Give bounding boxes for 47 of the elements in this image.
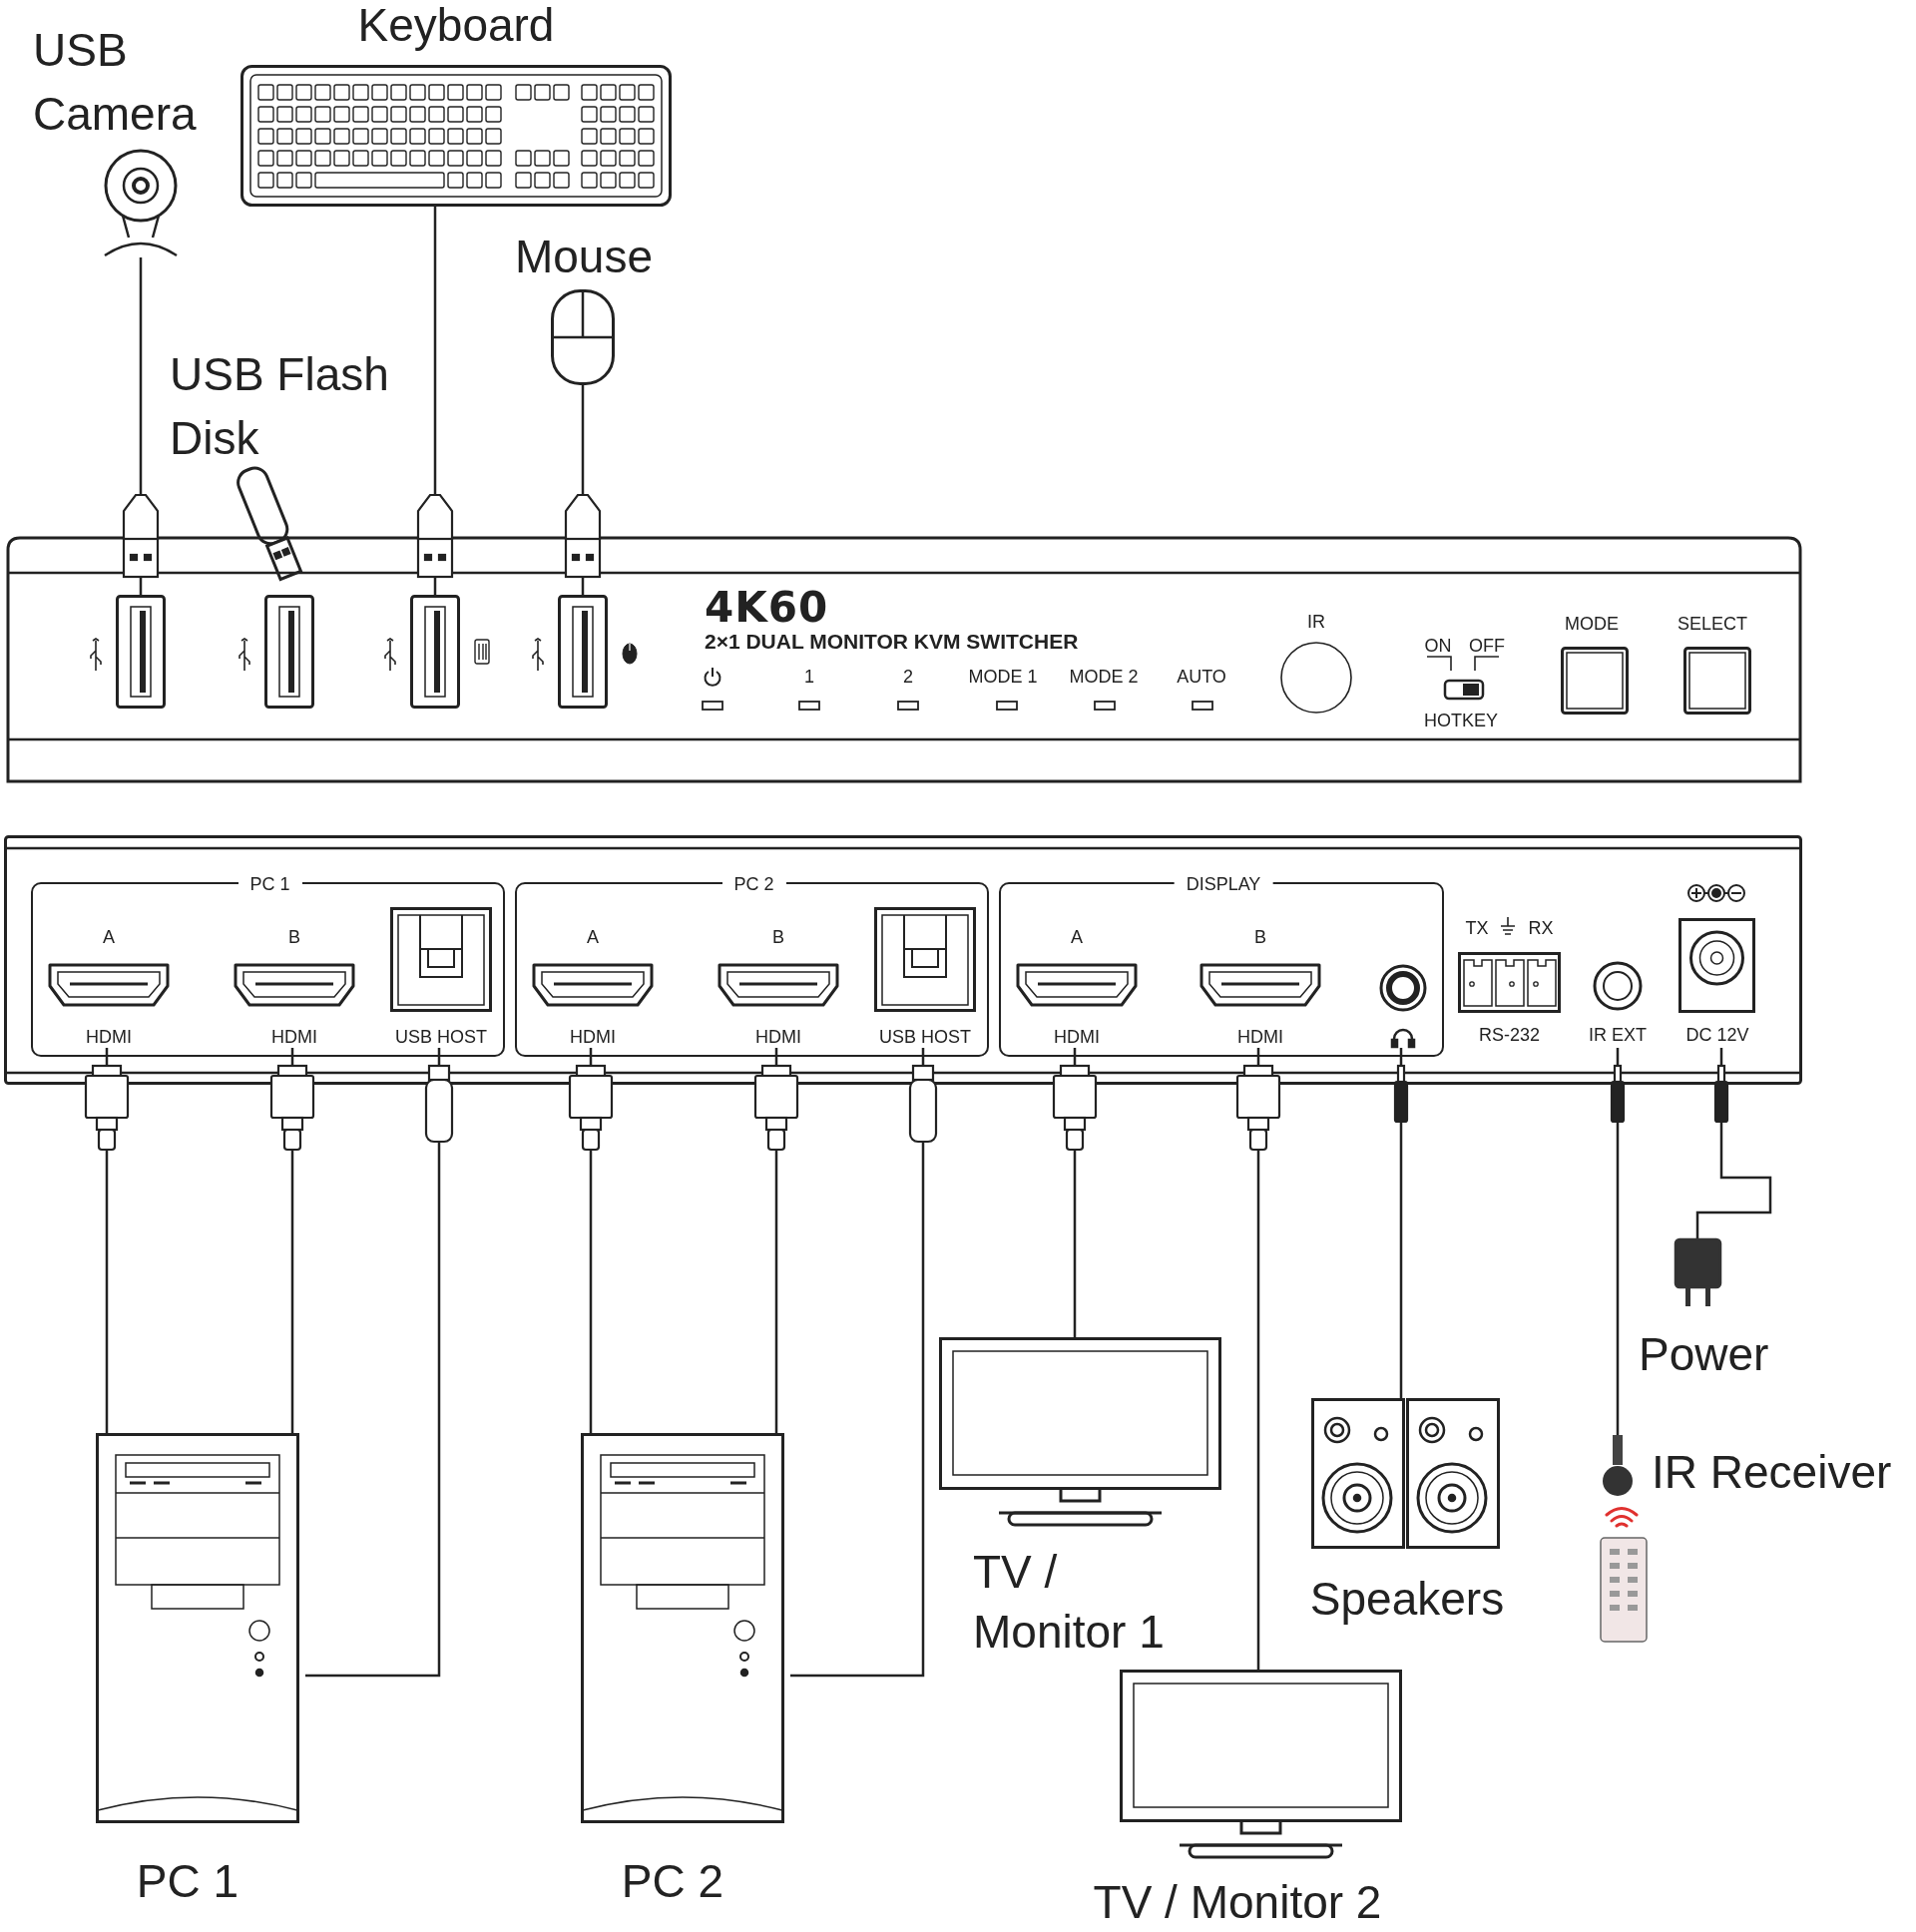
product-subtitle: 2×1 DUAL MONITOR KVM SWITCHER bbox=[705, 629, 1080, 655]
cable-line bbox=[1256, 1048, 1260, 1670]
device-label: USB Camera bbox=[33, 23, 198, 142]
indicator-label: MODE 2 bbox=[1068, 666, 1140, 689]
indicator-label: 2 bbox=[902, 666, 914, 689]
pin-label: RX bbox=[1527, 917, 1555, 940]
port-label: USB HOST bbox=[878, 1026, 972, 1049]
device-label: PC 2 bbox=[620, 1854, 725, 1908]
port-label: HDMI bbox=[1053, 1026, 1101, 1049]
port-label: HDMI bbox=[85, 1026, 133, 1049]
port-label: HDMI bbox=[754, 1026, 802, 1049]
cable-line bbox=[305, 1048, 441, 1678]
cable-line bbox=[1616, 1048, 1620, 1435]
switch-label: OFF bbox=[1468, 635, 1506, 658]
port-label: DC 12V bbox=[1684, 1024, 1750, 1047]
model-title: 4K60 bbox=[705, 587, 830, 629]
indicator-label: 1 bbox=[803, 666, 815, 689]
port-label: A bbox=[102, 926, 116, 949]
port-label: B bbox=[771, 926, 785, 949]
indicator-label: AUTO bbox=[1176, 666, 1227, 689]
port-label: HDMI bbox=[569, 1026, 617, 1049]
device-label: Mouse bbox=[513, 232, 655, 281]
cable-line bbox=[790, 1048, 925, 1678]
button-label: SELECT bbox=[1676, 613, 1748, 636]
sensor-label: IR bbox=[1306, 611, 1326, 634]
port-label: RS-232 bbox=[1478, 1024, 1541, 1047]
button-label: MODE bbox=[1564, 613, 1620, 636]
port-label: HDMI bbox=[270, 1026, 318, 1049]
device-label: IR Receiver bbox=[1652, 1445, 1893, 1499]
port-label: HDMI bbox=[1236, 1026, 1284, 1049]
port-label: A bbox=[1070, 926, 1084, 949]
device-label: TV / Monitor 1 bbox=[973, 1545, 1166, 1660]
port-label: B bbox=[287, 926, 301, 949]
device-label: TV / Monitor 2 bbox=[1092, 1875, 1383, 1930]
switch-label: ON bbox=[1423, 635, 1453, 658]
port-label: B bbox=[1253, 926, 1267, 949]
port-label: IR EXT bbox=[1588, 1024, 1648, 1047]
device-label: Speakers bbox=[1308, 1572, 1506, 1627]
port-label: A bbox=[586, 926, 600, 949]
indicator-label: MODE 1 bbox=[967, 666, 1039, 689]
pin-label: TX bbox=[1464, 917, 1490, 940]
device-label: USB Flash Disk bbox=[170, 347, 390, 466]
port-label: USB HOST bbox=[394, 1026, 488, 1049]
device-label: PC 1 bbox=[135, 1854, 240, 1908]
device-label: Keyboard bbox=[356, 0, 556, 50]
switch-label: HOTKEY bbox=[1423, 710, 1499, 732]
device-label: Power bbox=[1639, 1327, 1770, 1381]
